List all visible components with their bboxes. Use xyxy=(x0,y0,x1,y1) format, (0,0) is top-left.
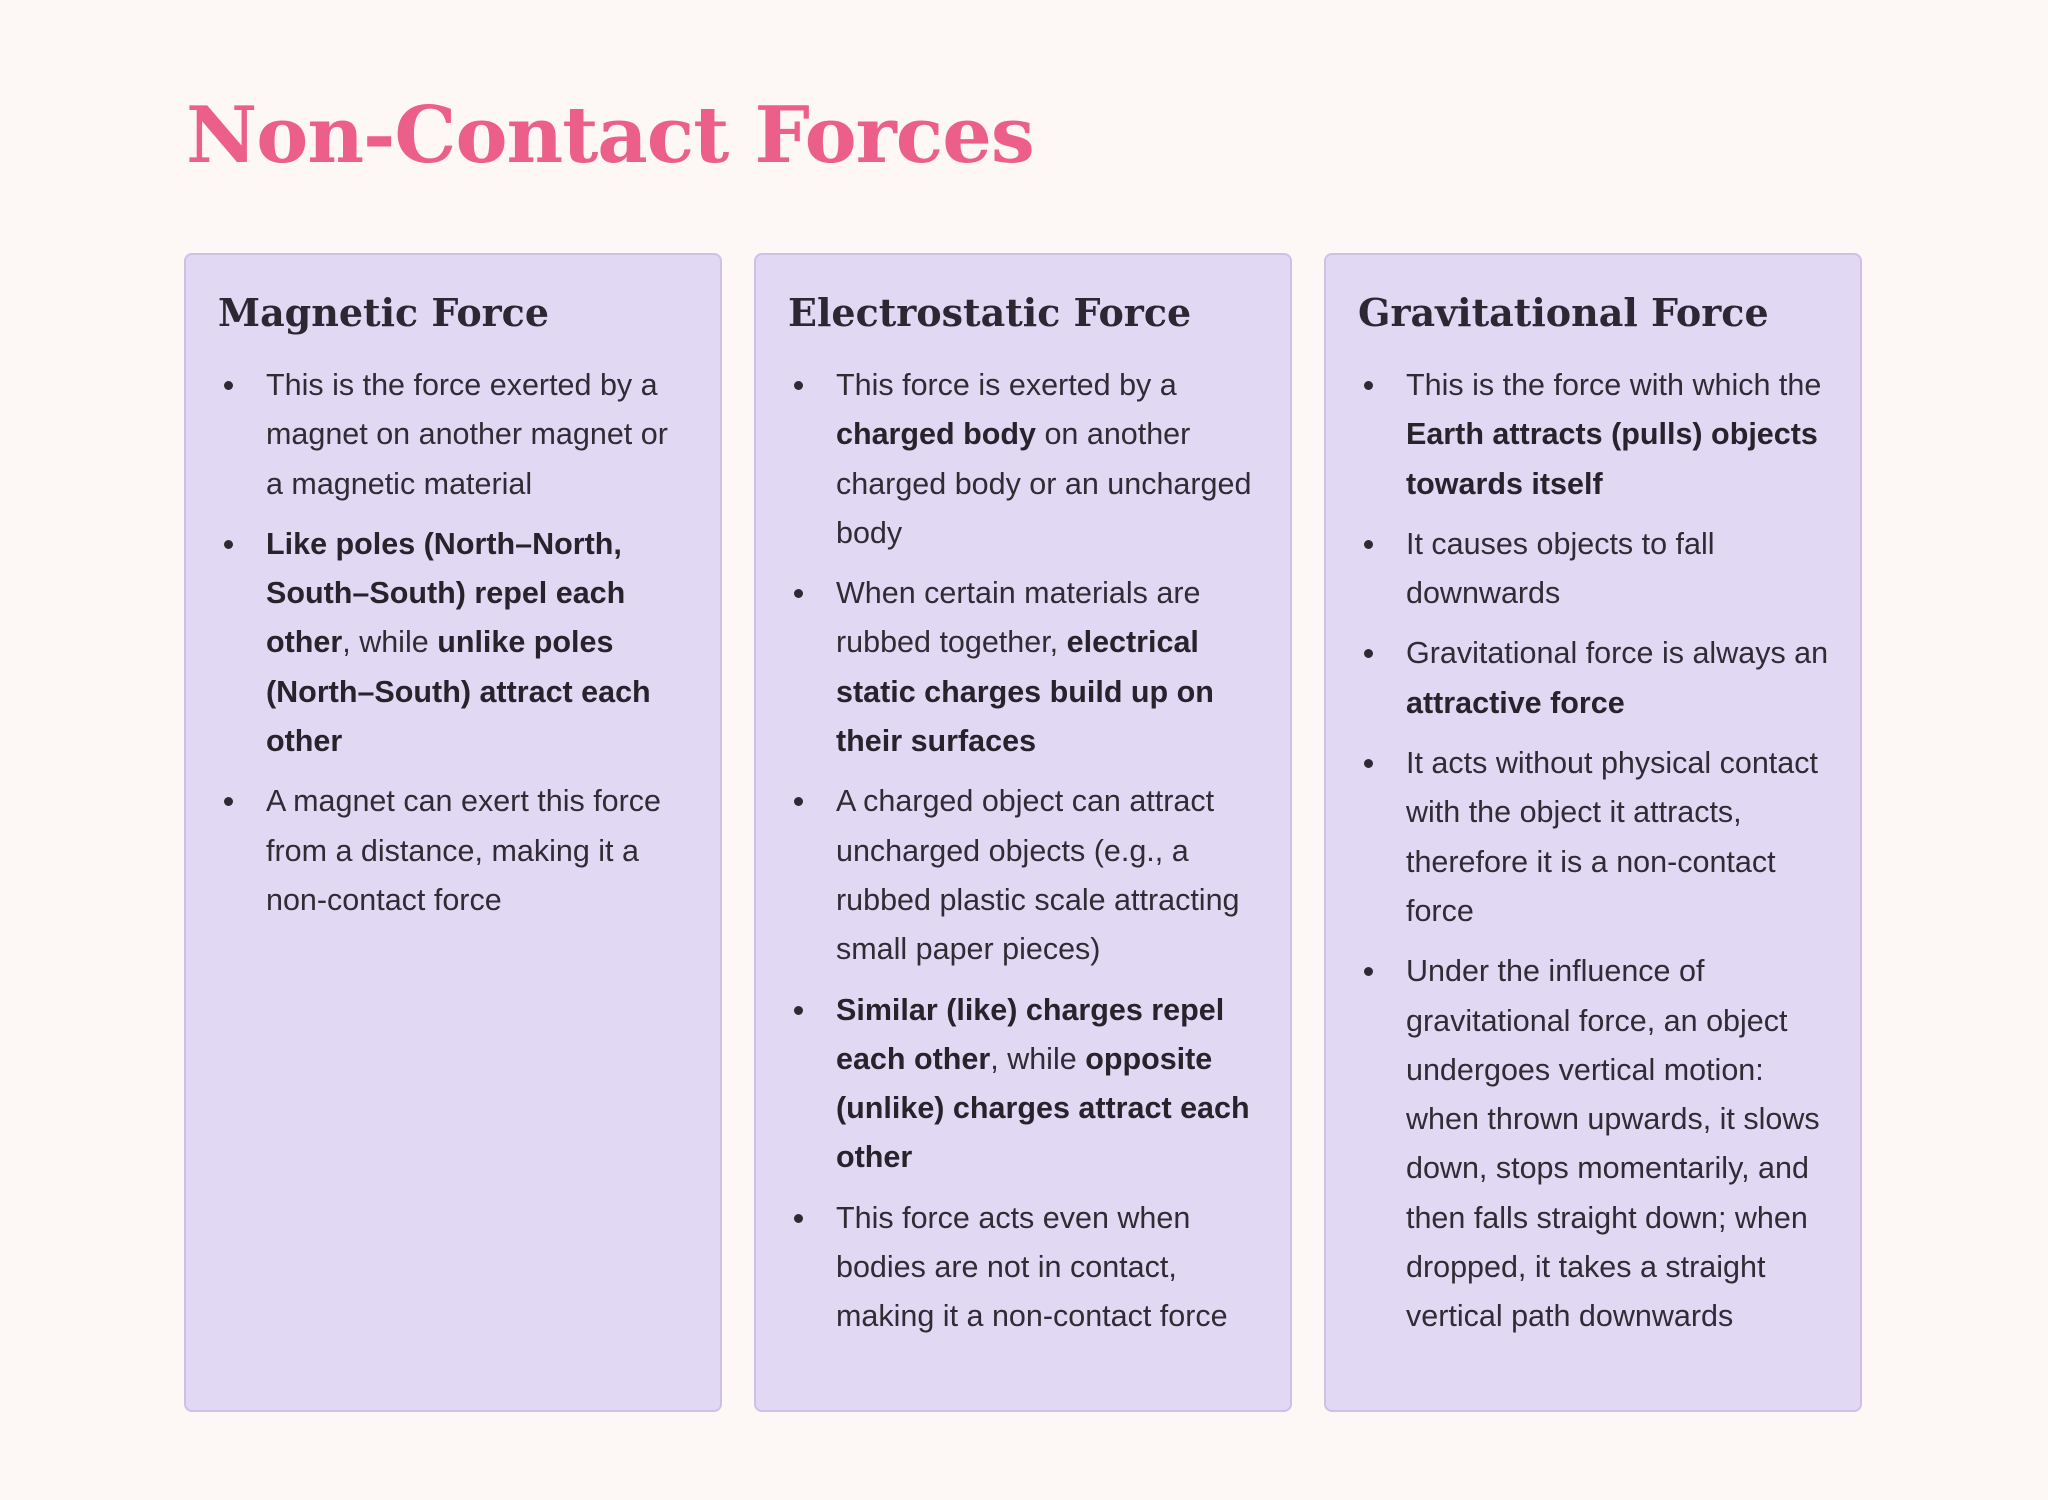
bold-text: opposite (unlike) charges attract each o… xyxy=(836,1041,1250,1175)
bullet-dot-icon xyxy=(224,381,233,390)
bullet-text: This force acts even when bodies are not… xyxy=(836,1200,1228,1334)
bullet-item: It causes objects to fall downwards xyxy=(1358,520,1830,619)
bullet-dot-icon xyxy=(794,1005,803,1015)
bullet-item: It acts without physical contact with th… xyxy=(1358,739,1830,936)
bullet-text: A charged object can attract uncharged o… xyxy=(836,784,1240,967)
electrostatic-force-card: Electrostatic Force This force is exerte… xyxy=(754,253,1292,1412)
bullet-item: Under the influence of gravitational for… xyxy=(1358,947,1830,1341)
bullet-item: A magnet can exert this force from a dis… xyxy=(218,777,690,925)
bullet-item: This is the force with which the Earth a… xyxy=(1358,361,1830,509)
bullet-dot-icon xyxy=(794,797,803,807)
bullet-dot-icon xyxy=(224,797,233,807)
bullet-text: It acts without physical contact with th… xyxy=(1406,746,1818,928)
bold-text: attractive force xyxy=(1406,685,1625,720)
bold-text: Like poles (North–North, South–South) re… xyxy=(266,526,626,660)
bullet-item: Like poles (North–North, South–South) re… xyxy=(218,520,690,766)
bullet-item: This force is exerted by a charged body … xyxy=(788,361,1260,558)
bold-text: charged body xyxy=(836,417,1036,452)
cards-row: Magnetic Force This is the force exerted… xyxy=(184,253,1864,1412)
bullet-list: This is the force with which the Earth a… xyxy=(1358,361,1830,1342)
bullet-text: This is the force exerted by a magnet on… xyxy=(266,368,668,501)
gravitational-force-card: Gravitational Force This is the force wi… xyxy=(1324,253,1862,1412)
bullet-dot-icon xyxy=(1364,381,1373,390)
bullet-text: Under the influence of gravitational for… xyxy=(1406,954,1820,1334)
bullet-dot-icon xyxy=(1364,759,1373,769)
bullet-text: This is the force with which the xyxy=(1406,368,1822,402)
bullet-dot-icon xyxy=(1364,649,1373,659)
bullet-dot-icon xyxy=(794,381,803,390)
bullet-dot-icon xyxy=(1364,539,1373,549)
bullet-text: It causes objects to fall downwards xyxy=(1406,526,1715,611)
bold-text: Similar (like) charges repel each other xyxy=(836,992,1225,1076)
bullet-dot-icon xyxy=(794,1213,803,1223)
bullet-text: Gravitational force is always an xyxy=(1406,636,1829,671)
bullet-text: on another charged body or an uncharged … xyxy=(836,417,1252,550)
bullet-dot-icon xyxy=(1364,967,1373,977)
bullet-item: A charged object can attract uncharged o… xyxy=(788,777,1260,974)
bullet-item: When certain materials are rubbed togeth… xyxy=(788,569,1260,766)
bullet-text: , while xyxy=(990,1041,1086,1076)
card-title: Gravitational Force xyxy=(1358,290,1769,335)
magnetic-force-card: Magnetic Force This is the force exerted… xyxy=(184,253,722,1412)
card-title: Magnetic Force xyxy=(218,290,549,335)
page-title: Non-Contact Forces xyxy=(186,90,1035,181)
bold-text: electrical static charges build up on th… xyxy=(836,625,1214,759)
bullet-text: A magnet can exert this force from a dis… xyxy=(266,784,662,917)
bullet-item: Similar (like) charges repel each other,… xyxy=(788,986,1260,1183)
bullet-text: This force is exerted by a xyxy=(836,368,1177,402)
bullet-dot-icon xyxy=(224,539,233,549)
bullet-text: , while xyxy=(342,625,438,660)
bullet-item: Gravitational force is always an attract… xyxy=(1358,629,1830,728)
bullet-list: This is the force exerted by a magnet on… xyxy=(218,361,690,925)
bullet-dot-icon xyxy=(794,589,803,599)
bullet-item: This is the force exerted by a magnet on… xyxy=(218,361,690,509)
bullet-item: This force acts even when bodies are not… xyxy=(788,1194,1260,1342)
bold-text: Earth attracts (pulls) objects towards i… xyxy=(1406,417,1818,501)
bullet-list: This force is exerted by a charged body … xyxy=(788,361,1260,1342)
bold-text: unlike poles (North–South) attract each … xyxy=(266,625,651,759)
bullet-text: When certain materials are rubbed togeth… xyxy=(836,576,1201,660)
card-title: Electrostatic Force xyxy=(788,290,1192,335)
